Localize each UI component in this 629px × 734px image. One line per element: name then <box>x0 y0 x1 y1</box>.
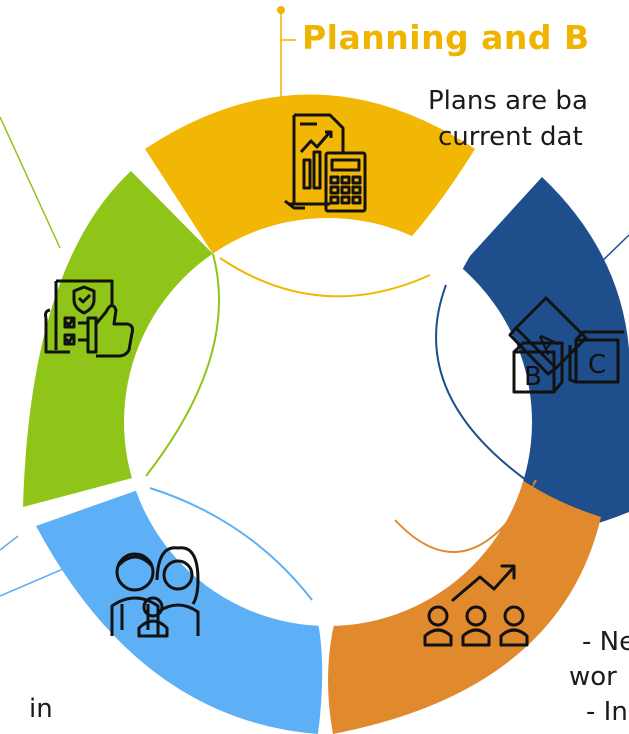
planning-desc-line-2: current dat <box>438 122 583 152</box>
letter-b: B <box>524 362 542 392</box>
letter-c: C <box>588 350 606 380</box>
planning-desc-line-1: Plans are ba <box>428 86 588 116</box>
hole-edge-orange <box>394 479 537 553</box>
hole-edge-light-blue <box>149 487 313 601</box>
planning-connector-dot <box>277 6 285 14</box>
bottom-right-line-2: wor <box>569 662 617 692</box>
hole-edge-blue <box>435 284 534 486</box>
hole-edge-yellow <box>219 257 431 298</box>
family-connector <box>0 565 71 597</box>
family-connector-tick <box>0 535 19 551</box>
bottom-right-line-3: - In <box>586 697 628 727</box>
center-hole <box>124 218 532 626</box>
planning-title: Planning and B <box>302 18 590 57</box>
planning-calculator-chart-icon <box>284 113 367 213</box>
bottom-right-line-1: - Ne <box>582 627 629 657</box>
team-growth-icon <box>423 564 529 647</box>
planning-connector <box>280 10 296 41</box>
hole-edge-green <box>145 253 220 477</box>
bottom-left-line-1: in <box>29 694 53 724</box>
quality-approval-icon <box>44 279 134 358</box>
family-icon <box>110 546 200 638</box>
quality-connector <box>0 116 61 249</box>
